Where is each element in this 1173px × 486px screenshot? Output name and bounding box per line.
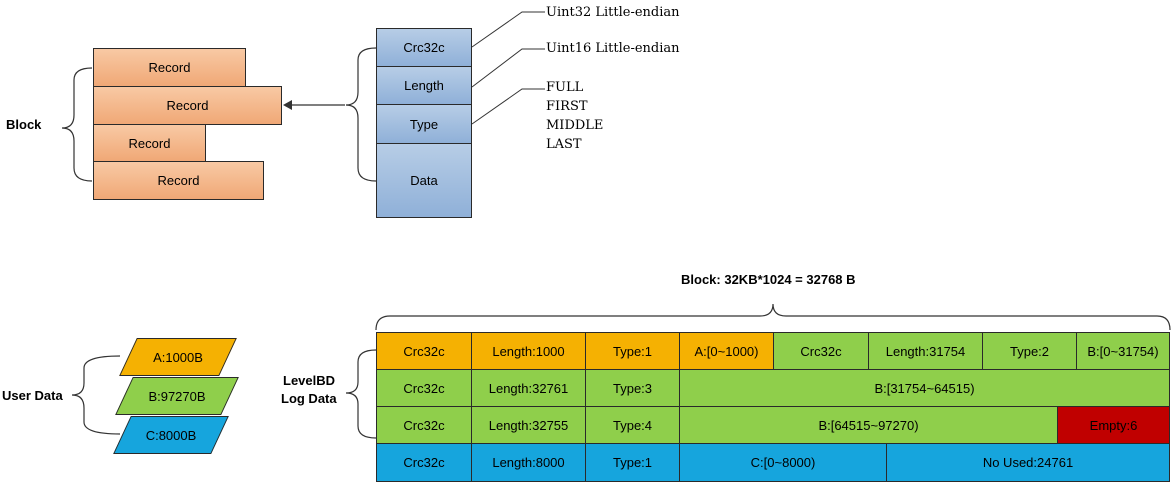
user-data-brace — [71, 355, 121, 435]
type-annotation-line — [471, 88, 545, 125]
row3-empty: Empty:6 — [1057, 406, 1170, 444]
row1-data-a: A:[0~1000) — [679, 332, 774, 370]
row2-data: B:[31754~64515) — [679, 369, 1170, 407]
type-value-last: LAST — [546, 137, 582, 152]
row2-type: Type:3 — [585, 369, 680, 407]
row1-crc32c-b: Crc32c — [773, 332, 869, 370]
log-data-label-line2: Log Data — [281, 391, 337, 406]
type-value-full: FULL — [546, 80, 584, 95]
type-value-middle: MIDDLE — [546, 118, 604, 133]
field-type: Type — [376, 104, 472, 144]
row3-crc32c: Crc32c — [376, 406, 472, 444]
row1-crc32c: Crc32c — [376, 332, 472, 370]
field-length: Length — [376, 66, 472, 105]
row4-type: Type:1 — [585, 443, 680, 482]
user-data-c: C:8000B — [113, 416, 229, 454]
row4-length: Length:8000 — [471, 443, 586, 482]
row1-length: Length:1000 — [471, 332, 586, 370]
user-data-label: User Data — [2, 388, 63, 403]
user-data-a-label: A:1000B — [153, 349, 203, 365]
row3-type: Type:4 — [585, 406, 680, 444]
block-brace — [61, 67, 93, 182]
log-data-label-line1: LevelBD — [283, 373, 336, 388]
crc-annotation: Uint32 Little-endian — [546, 5, 680, 20]
block-size-brace — [375, 303, 1171, 331]
row4-crc32c: Crc32c — [376, 443, 472, 482]
row1-type-b: Type:2 — [982, 332, 1077, 370]
crc-annotation-line — [471, 11, 545, 48]
user-data-c-label: C:8000B — [145, 427, 197, 443]
arrow-head — [283, 100, 292, 110]
row3-data: B:[64515~97270) — [679, 406, 1058, 444]
type-value-first: FIRST — [546, 99, 588, 114]
row4-no-used: No Used:24761 — [886, 443, 1170, 482]
record-2: Record — [93, 86, 282, 125]
log-data-brace — [345, 349, 377, 439]
row1-length-b: Length:31754 — [868, 332, 983, 370]
record-structure-brace — [345, 47, 377, 182]
row1-data-b: B:[0~31754) — [1076, 332, 1170, 370]
record-4: Record — [93, 161, 264, 200]
row2-crc32c: Crc32c — [376, 369, 472, 407]
field-crc32c: Crc32c — [376, 28, 472, 67]
length-annotation-line — [471, 48, 545, 88]
row4-data: C:[0~8000) — [679, 443, 887, 482]
row2-length: Length:32761 — [471, 369, 586, 407]
record-3: Record — [93, 124, 206, 162]
user-data-b: B:97270B — [115, 377, 239, 415]
row1-type: Type:1 — [585, 332, 680, 370]
record-1: Record — [93, 48, 246, 87]
block-label: Block — [6, 117, 42, 132]
length-annotation: Uint16 Little-endian — [546, 41, 680, 56]
user-data-b-label: B:97270B — [148, 388, 206, 404]
user-data-a: A:1000B — [119, 338, 237, 376]
field-data: Data — [376, 143, 472, 218]
row3-length: Length:32755 — [471, 406, 586, 444]
block-size-title: Block: 32KB*1024 = 32768 B — [681, 272, 856, 287]
